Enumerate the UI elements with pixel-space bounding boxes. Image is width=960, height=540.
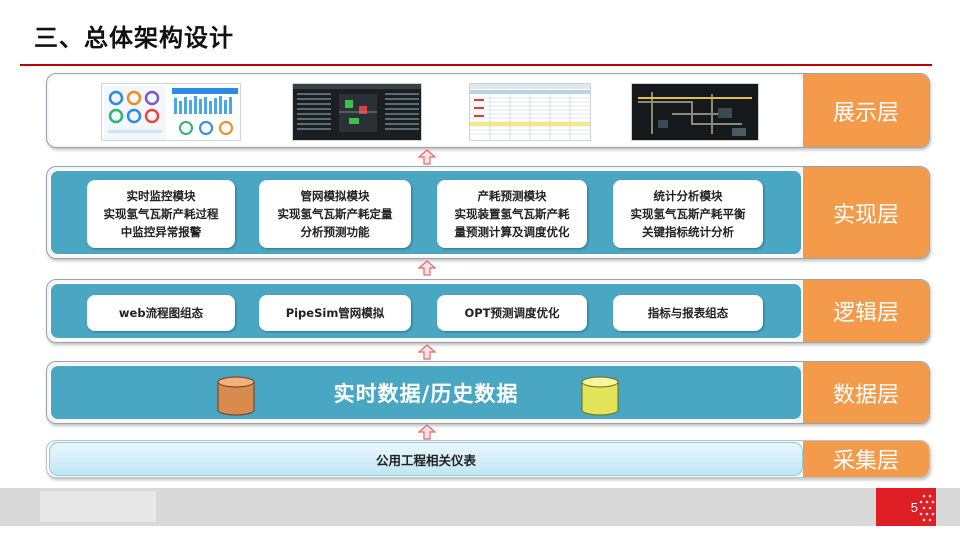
collection-layer-body: 公用工程相关仪表 <box>49 442 803 476</box>
collection-layer-title: 公用工程相关仪表 <box>375 452 476 468</box>
dashboard-screenshot-thumbnail <box>101 83 241 141</box>
module-title: 实时监控模块 <box>126 189 196 203</box>
data-table-screenshot-thumbnail <box>469 83 591 141</box>
display-layer-body <box>49 76 803 145</box>
data-layer: 实时数据/历史数据 数据层 <box>46 361 930 424</box>
statistics-analysis-module-card: 统计分析模块 实现氢气瓦斯产耗平衡 关键指标统计分析 <box>613 180 763 248</box>
logic-layer-label: 逻辑层 <box>803 280 929 342</box>
up-arrow-icon <box>418 260 436 276</box>
database-icon <box>217 376 255 416</box>
slide-title: 三、总体架构设计 <box>34 24 234 52</box>
data-layer-body: 实时数据/历史数据 <box>49 364 803 421</box>
logic-layer: web流程图组态 PipeSim管网模拟 OPT预测调度优化 指标与报表组态 逻… <box>46 279 930 343</box>
pipesim-network-sim-card: PipeSim管网模拟 <box>259 295 411 331</box>
display-layer-label: 展示层 <box>803 74 929 147</box>
up-arrow-icon <box>418 149 436 165</box>
dot-pattern-icon <box>919 494 935 522</box>
implementation-layer-label: 实现层 <box>803 167 929 258</box>
realtime-monitor-module-card: 实时监控模块 实现氢气瓦斯产耗过程 中监控异常报警 <box>87 180 235 248</box>
opt-dispatch-optimization-card: OPT预测调度优化 <box>437 295 587 331</box>
title-rule <box>20 64 932 66</box>
module-desc-line2: 分析预测功能 <box>300 225 370 239</box>
implementation-layer-body: 实时监控模块 实现氢气瓦斯产耗过程 中监控异常报警 管网模拟模块 实现氢气瓦斯产… <box>49 169 803 256</box>
data-layer-title: 实时数据/历史数据 <box>333 381 519 406</box>
kpi-report-config-card: 指标与报表组态 <box>613 295 763 331</box>
footer-logo-area <box>40 491 156 522</box>
web-flowchart-config-card: web流程图组态 <box>87 295 235 331</box>
module-title: 管网模拟模块 <box>300 189 370 203</box>
page-number: 5 <box>910 499 918 515</box>
logic-layer-body: web流程图组态 PipeSim管网模拟 OPT预测调度优化 指标与报表组态 <box>49 282 803 340</box>
process-monitor-screenshot-thumbnail <box>292 83 422 141</box>
implementation-layer: 实时监控模块 实现氢气瓦斯产耗过程 中监控异常报警 管网模拟模块 实现氢气瓦斯产… <box>46 166 930 259</box>
module-title: 统计分析模块 <box>653 189 723 203</box>
collection-layer: 公用工程相关仪表 采集层 <box>46 440 930 478</box>
collection-layer-label: 采集层 <box>803 441 929 477</box>
page-number-badge <box>876 488 936 526</box>
pipe-network-module-card: 管网模拟模块 实现氢气瓦斯产耗定量 分析预测功能 <box>259 180 411 248</box>
module-desc-line1: 实现氢气瓦斯产耗定量 <box>277 207 393 221</box>
footer-bar <box>0 488 960 526</box>
data-layer-label: 数据层 <box>803 362 929 423</box>
pipeline-map-screenshot-thumbnail <box>631 83 759 141</box>
up-arrow-icon <box>418 344 436 360</box>
database-icon <box>581 376 619 416</box>
module-desc-line1: 实现装置氢气瓦斯产耗 <box>454 207 570 221</box>
module-desc-line1: 实现氢气瓦斯产耗过程 <box>103 207 219 221</box>
display-layer: 展示层 <box>46 73 930 148</box>
module-desc-line2: 中监控异常报警 <box>120 225 202 239</box>
up-arrow-icon <box>418 424 436 440</box>
module-desc-line2: 关键指标统计分析 <box>642 225 734 239</box>
consumption-forecast-module-card: 产耗预测模块 实现装置氢气瓦斯产耗 量预测计算及调度优化 <box>437 180 587 248</box>
module-desc-line1: 实现氢气瓦斯产耗平衡 <box>630 207 746 221</box>
module-desc-line2: 量预测计算及调度优化 <box>454 225 570 239</box>
module-title: 产耗预测模块 <box>477 189 547 203</box>
